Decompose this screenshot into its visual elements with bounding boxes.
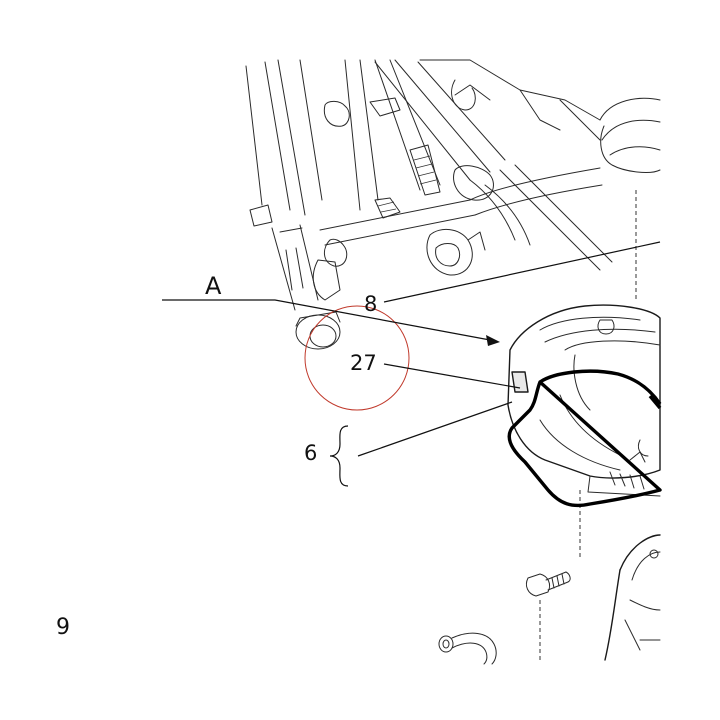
leader-a-arrowhead <box>486 335 500 346</box>
highlight-circle <box>304 305 410 411</box>
part-8-label: 8 <box>364 292 377 316</box>
leader-27 <box>383 363 521 389</box>
cable-clip <box>438 632 497 665</box>
frame-structure <box>245 59 661 311</box>
view-letter-label: A <box>205 272 222 300</box>
part-27-label: 27 <box>350 351 377 375</box>
page-number: 9 <box>56 615 70 640</box>
gasket-outline <box>507 369 662 508</box>
bushing-part <box>295 311 341 350</box>
brace-6 <box>329 425 349 487</box>
leader-6 <box>357 401 513 457</box>
lower-casing <box>604 534 661 661</box>
screw-part <box>525 571 571 660</box>
part-6-label: 6 <box>304 441 317 465</box>
leader-a <box>162 299 491 341</box>
cover-bracket <box>507 304 661 560</box>
leader-8 <box>383 241 661 303</box>
